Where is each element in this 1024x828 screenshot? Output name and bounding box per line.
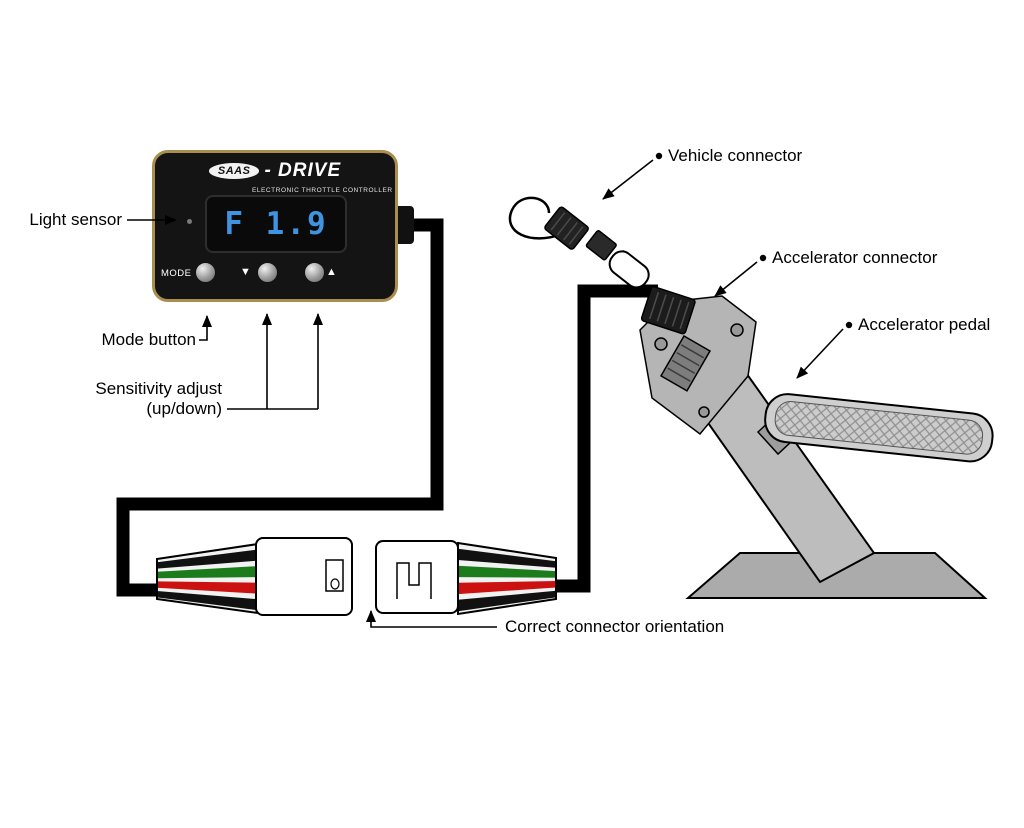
mode-button — [195, 262, 216, 283]
left-plug-body — [255, 537, 353, 616]
connector-nut — [585, 230, 617, 261]
display-value: F 1.9 — [224, 206, 328, 242]
wire-stripe-black-4 — [458, 590, 556, 612]
mode-label: MODE — [161, 268, 192, 279]
controller-cable — [116, 218, 444, 597]
pedal-assembly — [639, 295, 994, 599]
left-plug-detent — [330, 578, 340, 590]
wire-stripe-black-1 — [157, 549, 258, 569]
wire-stripe-black-2 — [157, 591, 258, 611]
accelerator-pedal-leader — [796, 328, 844, 379]
accelerator-connector-label: Accelerator connector — [772, 248, 938, 267]
sensitivity-label: Sensitivity adjust (up/down) — [58, 379, 222, 419]
up-arrow-glyph: ▲ — [326, 266, 337, 278]
wire-stripe-green — [157, 566, 258, 579]
accelerator-connector-bullet — [759, 254, 767, 262]
device-subtitle: ELECTRONIC THROTTLE CONTROLLER — [252, 187, 393, 194]
orientation-leader — [366, 610, 497, 628]
connector-orientation-label: Correct connector orientation — [505, 617, 725, 636]
wire-stripe-red — [157, 581, 258, 594]
left-connector — [156, 537, 353, 616]
light-sensor-label: Light sensor — [29, 210, 122, 229]
pedal-cable — [554, 284, 658, 593]
pedal-pad — [764, 393, 994, 463]
light-sensor-dot — [187, 219, 192, 224]
mode-button-label: Mode button — [101, 330, 196, 349]
sensitivity-label-line2: (up/down) — [146, 399, 222, 418]
mount-bolt-2 — [730, 323, 744, 337]
mode-button-leader — [199, 315, 212, 341]
vehicle-connector-label: Vehicle connector — [668, 146, 803, 165]
vehicle-connector-bullet — [655, 152, 663, 160]
wire-stripe-green-2 — [458, 565, 556, 578]
right-plug-socket — [396, 562, 432, 599]
mount-bolt-1 — [654, 337, 668, 351]
saas-logo: SAAS — [208, 163, 260, 179]
wire-stripe-black-3 — [458, 548, 556, 568]
throttle-sensor-ridges — [659, 334, 712, 392]
wire-stripe-red-2 — [458, 581, 556, 595]
left-plug-latch — [325, 559, 344, 592]
vehicle-connector-assembly — [508, 196, 696, 335]
accelerator-connector-leader — [714, 261, 758, 297]
vehicle-connector-leader — [602, 159, 654, 200]
brand-text: - DRIVE — [264, 160, 342, 181]
pedal-base — [685, 552, 988, 599]
sensitivity-up-button — [304, 262, 325, 283]
display-screen: F 1.9 — [205, 195, 347, 253]
sensitivity-down-button — [257, 262, 278, 283]
vehicle-connector-plug — [544, 206, 589, 250]
mount-bolt-3 — [698, 406, 710, 418]
accelerator-pedal-bullet — [845, 321, 853, 329]
brand-row: SAAS - DRIVE — [155, 160, 395, 182]
connector-wire-loop — [508, 196, 563, 240]
accelerator-connector-block — [640, 286, 696, 335]
right-boot-outline — [457, 541, 557, 616]
sensitivity-label-line1: Sensitivity adjust — [95, 379, 222, 398]
accelerator-pedal-label: Accelerator pedal — [858, 315, 991, 334]
throttle-controller-device: SAAS - DRIVE ELECTRONIC THROTTLE CONTROL… — [152, 150, 398, 302]
right-connector — [375, 540, 557, 616]
connector-sleeve — [608, 250, 650, 289]
down-arrow-glyph: ▼ — [240, 266, 251, 278]
